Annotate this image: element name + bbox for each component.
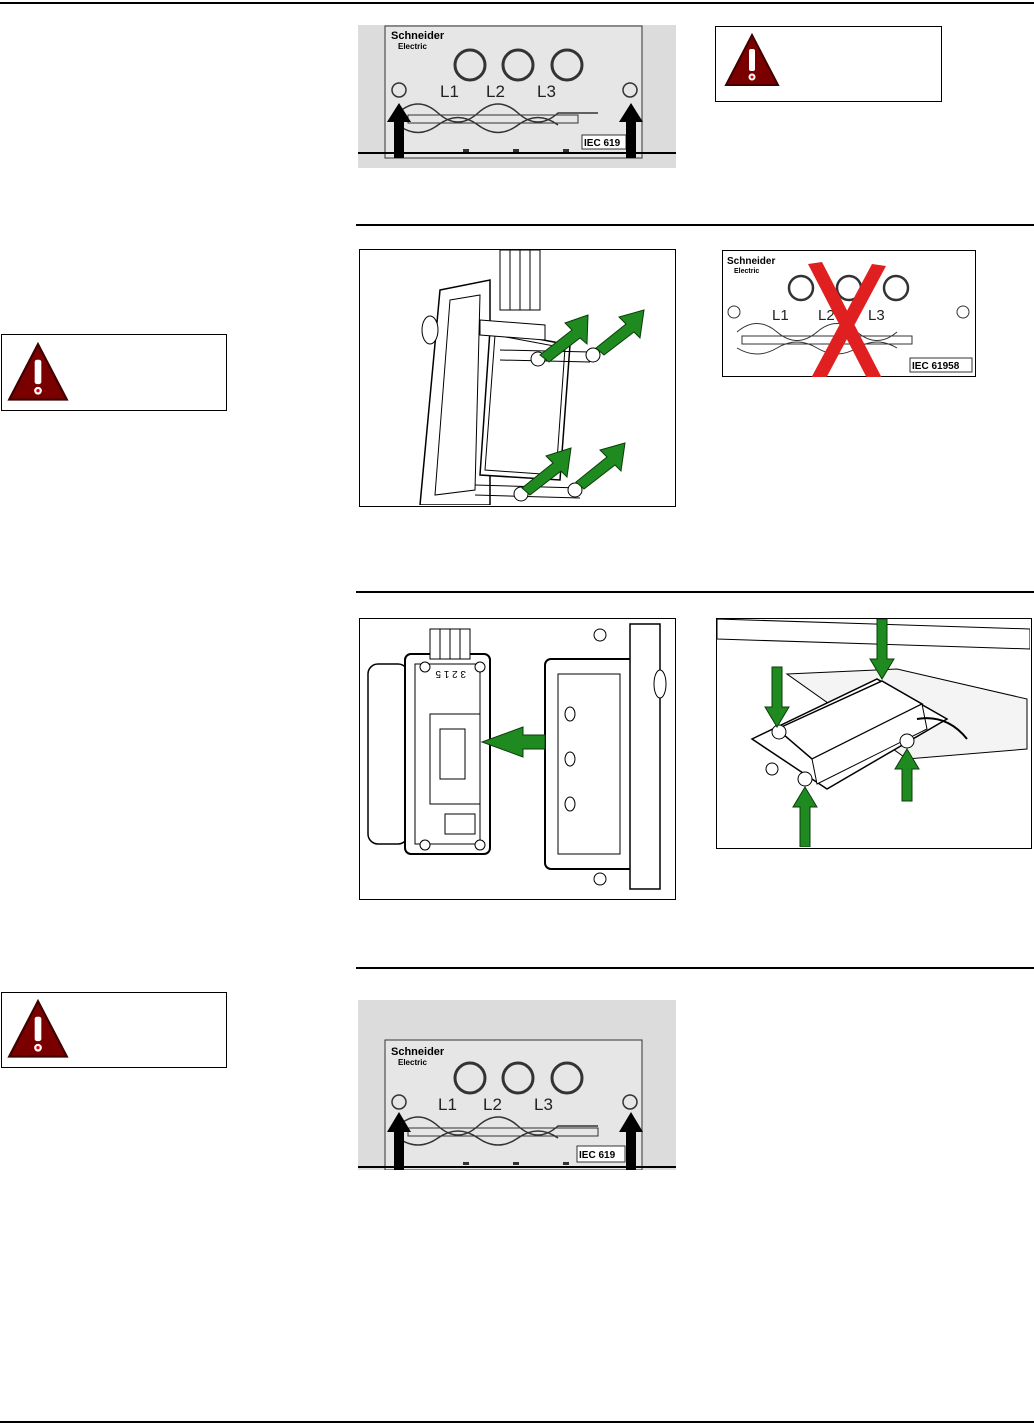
terminal-label-l2: L2 [486, 82, 505, 101]
down-arrow-icon [764, 666, 790, 728]
module-mounting-illustration [359, 249, 676, 507]
brand-subname: Electric [734, 268, 759, 275]
brand-name: Schneider [727, 256, 775, 267]
up-arrow-icon [619, 1112, 643, 1170]
terminal-label-l3: L3 [868, 307, 885, 324]
warning-box-2 [1, 334, 227, 411]
top-rule [0, 2, 1034, 4]
brand-subname: Electric [398, 1058, 427, 1067]
warning-box-3 [1, 992, 227, 1068]
up-arrow-icon [894, 748, 920, 802]
standard-label: IEC 619 [584, 138, 621, 149]
diagonal-arrow-icon [595, 309, 645, 356]
terminal-panel-crossed: Schneider Electric L1 L2 L3 IEC 61958 [722, 250, 976, 377]
module-marking: 3 2 1 5 [435, 668, 466, 679]
bottom-rule [0, 1421, 1034, 1423]
left-arrow-icon [480, 726, 546, 758]
up-arrow-icon [387, 1112, 411, 1170]
warning-triangle-icon [7, 999, 69, 1058]
terminal-label-l2: L2 [818, 307, 835, 324]
module-fixing-illustration [716, 618, 1032, 849]
terminal-label-l2: L2 [483, 1095, 502, 1114]
terminal-panel-arrows-1: Schneider Electric L1 L2 L3 IEC 619 [358, 25, 676, 168]
up-arrow-icon [619, 103, 643, 158]
brand-subname: Electric [398, 42, 427, 51]
brand-name: Schneider [391, 1046, 445, 1058]
terminal-panel-arrows-2: Schneider Electric L1 L2 L3 IEC 619 [358, 1000, 676, 1170]
brand-name: Schneider [391, 30, 445, 42]
cross-icon [808, 262, 886, 377]
terminal-label-l3: L3 [534, 1095, 553, 1114]
up-arrow-icon [792, 786, 818, 847]
standard-label: IEC 61958 [912, 361, 960, 372]
section-divider-2 [356, 591, 1034, 593]
standard-label: IEC 619 [579, 1150, 616, 1161]
terminal-label-l3: L3 [537, 82, 556, 101]
terminal-label-l1: L1 [438, 1095, 457, 1114]
up-arrow-icon [387, 103, 411, 158]
warning-box-1 [715, 26, 942, 102]
terminal-label-l1: L1 [440, 82, 459, 101]
diagonal-arrow-icon [575, 442, 626, 490]
diagonal-arrow-icon [539, 314, 589, 363]
section-divider-3 [356, 967, 1034, 969]
section-divider-1 [356, 224, 1034, 226]
module-insertion-illustration: 3 2 1 5 [359, 618, 676, 900]
warning-triangle-icon [7, 342, 69, 401]
warning-triangle-icon [724, 33, 780, 86]
down-arrow-icon [869, 619, 895, 680]
diagonal-arrow-icon [521, 447, 572, 496]
terminal-label-l1: L1 [772, 307, 789, 324]
